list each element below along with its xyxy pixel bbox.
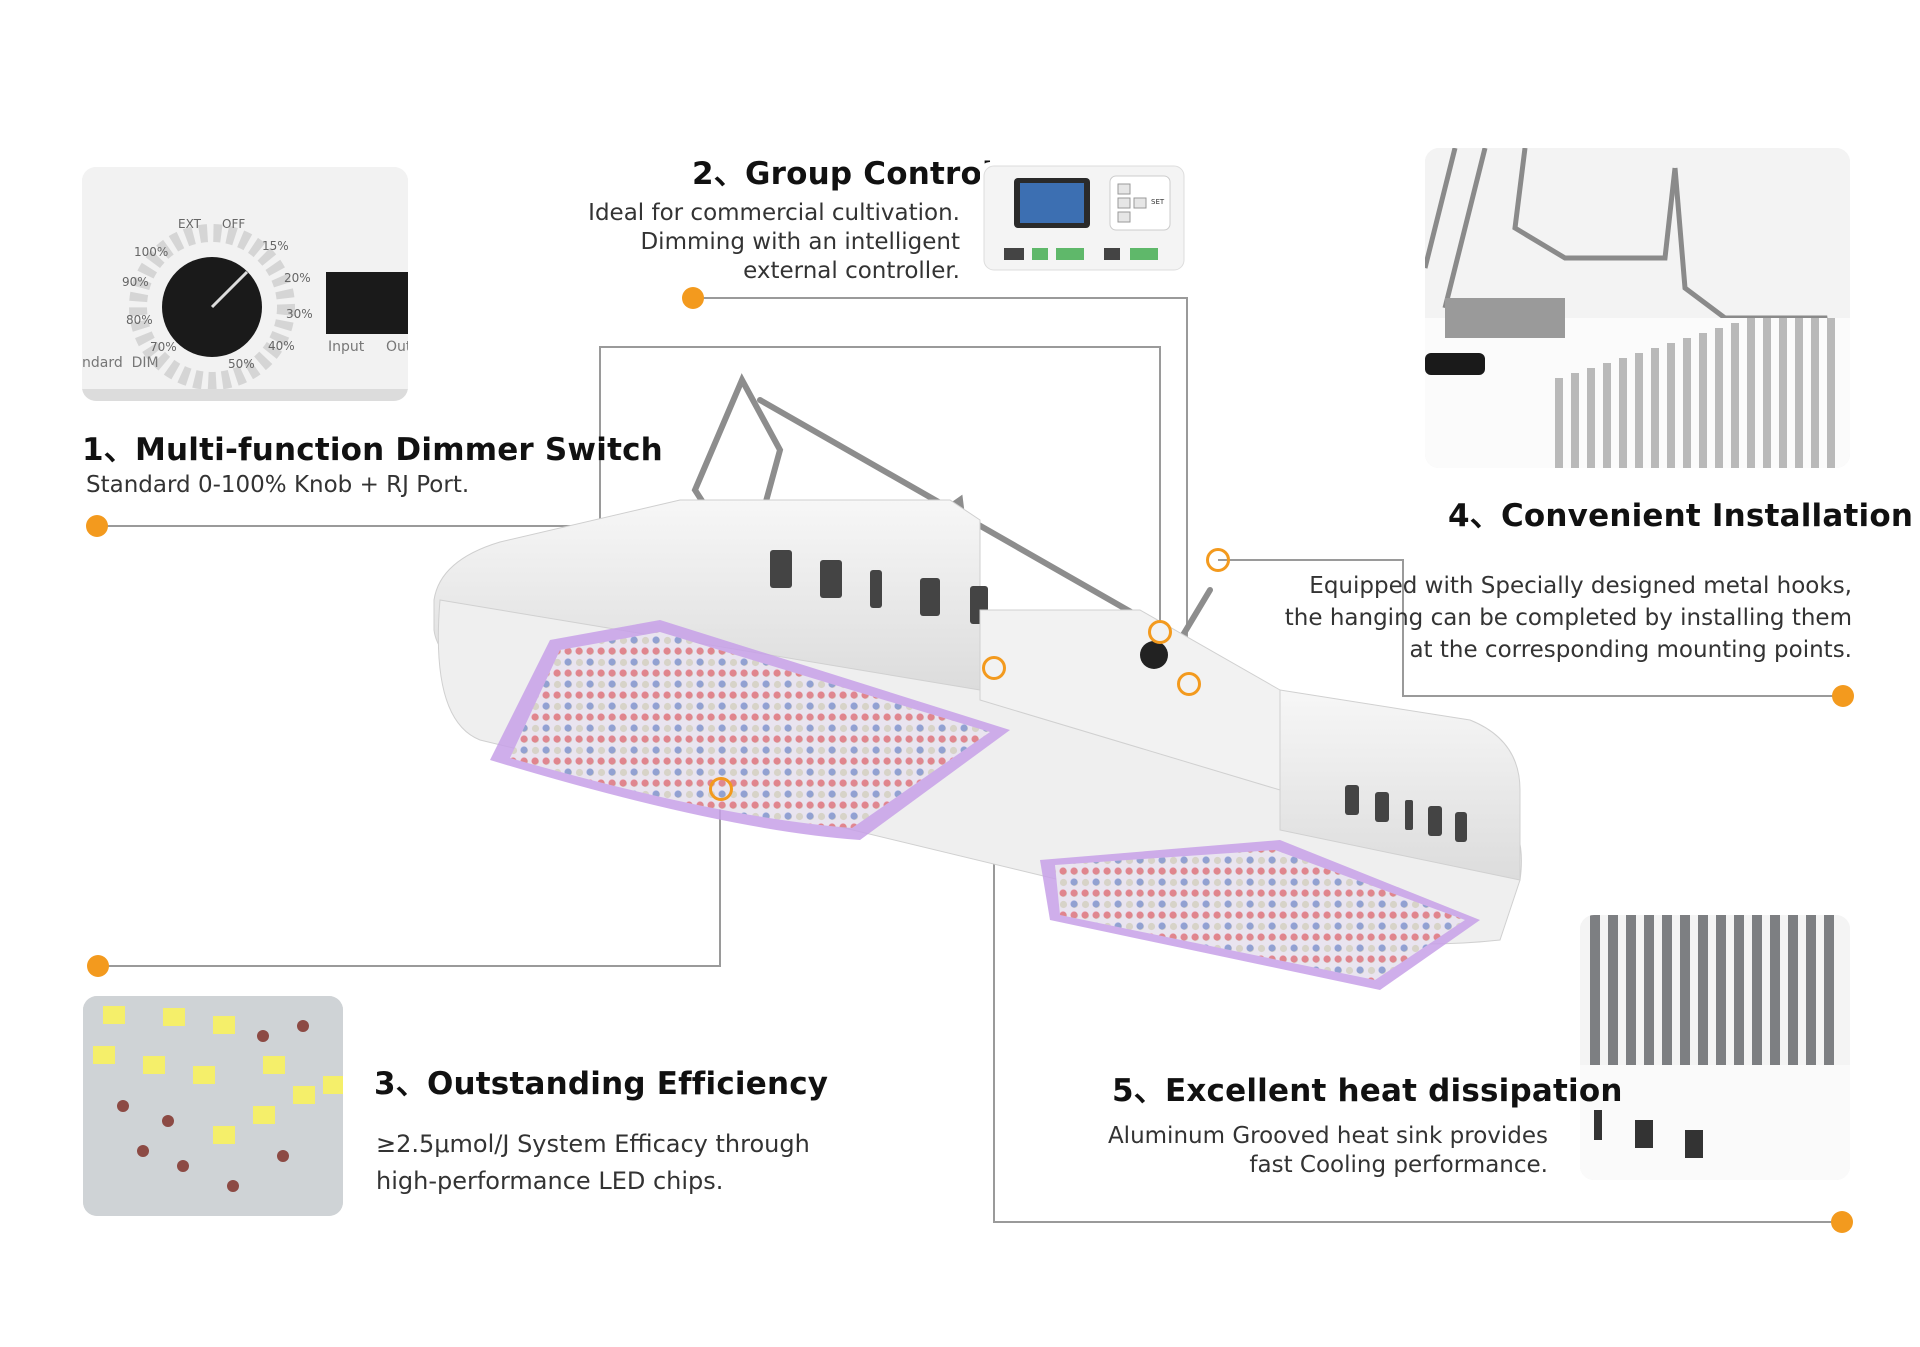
dial-label-90: 90% xyxy=(122,275,149,289)
controller-set-label: SET xyxy=(1151,198,1165,206)
group-controller-image: SET xyxy=(980,162,1192,274)
callout-line-4 xyxy=(1218,559,1843,697)
feature-2-desc-line-3: external controller. xyxy=(743,257,960,284)
marker-ring-dimmer xyxy=(1148,620,1172,644)
dimmer-switch-image: EXT OFF 100% 90% 80% 70% 15% 20% 30% 40%… xyxy=(82,167,408,401)
grow-light-fixture xyxy=(433,373,1522,990)
feature-2-desc: Ideal for commercial cultivation. Dimmin… xyxy=(560,199,960,285)
power-cable-icon xyxy=(1425,353,1485,375)
dimmer-bottom-label: ndard DIM xyxy=(82,355,159,371)
callout-line-3 xyxy=(98,788,721,967)
callout-line-2 xyxy=(693,297,1188,688)
callout-dot-3 xyxy=(87,955,109,977)
callout-dot-1 xyxy=(86,515,108,537)
feature-1-title: 1、Multi-function Dimmer Switch xyxy=(82,432,663,468)
marker-ring-efficiency xyxy=(709,777,733,801)
marker-ring-hook xyxy=(1206,548,1230,572)
callout-line-1 xyxy=(97,346,1161,640)
led-panel-left xyxy=(490,620,1010,840)
feature-4-title: 4、Convenient Installation xyxy=(1448,498,1914,534)
dial-label-30: 30% xyxy=(286,307,313,321)
feature-5-title: 5、Excellent heat dissipation xyxy=(1112,1073,1623,1109)
port-label-out: Out xyxy=(386,339,408,355)
dial-label-50: 50% xyxy=(228,357,255,371)
rj-port-icon xyxy=(326,272,408,334)
feature-3-desc: ≥2.5μmol/J System Efficacy through high-… xyxy=(376,1126,810,1200)
dial-label-80: 80% xyxy=(126,313,153,327)
callout-dot-4 xyxy=(1832,685,1854,707)
feature-4-desc: Equipped with Specially designed metal h… xyxy=(1180,570,1852,667)
marker-ring-controller xyxy=(1177,672,1201,696)
feature-3-title: 3、Outstanding Efficiency xyxy=(374,1066,829,1102)
feature-3-desc-line-2: high-performance LED chips. xyxy=(376,1167,724,1196)
dial-label-70: 70% xyxy=(150,340,177,354)
callout-dot-5 xyxy=(1831,1211,1853,1233)
dial-label-off: OFF xyxy=(222,217,246,231)
dial-label-15: 15% xyxy=(262,239,289,253)
marker-ring-heatsink xyxy=(982,656,1006,680)
feature-4-desc-line-2: the hanging can be completed by installi… xyxy=(1284,605,1852,632)
feature-2-title: 2、Group Control xyxy=(692,156,993,192)
feature-2-desc-line-1: Ideal for commercial cultivation. xyxy=(588,200,960,226)
feature-5-desc-line-2: fast Cooling performance. xyxy=(1249,1152,1548,1179)
dial-label-40: 40% xyxy=(268,339,295,353)
heat-sink-image xyxy=(1580,915,1850,1180)
dial-label-100: 100% xyxy=(134,245,169,259)
callout-dot-2 xyxy=(682,287,704,309)
port-label-input: Input xyxy=(328,339,365,355)
feature-5-desc-line-1: Aluminum Grooved heat sink provides xyxy=(1107,1123,1548,1149)
feature-2-desc-line-2: Dimming with an intelligent xyxy=(640,228,960,255)
feature-3-desc-line-1: ≥2.5μmol/J System Efficacy through xyxy=(376,1130,810,1158)
metal-hooks-image xyxy=(1425,148,1850,468)
feature-4-desc-line-1: Equipped with Specially designed metal h… xyxy=(1309,573,1852,599)
feature-1-desc: Standard 0-100% Knob + RJ Port. xyxy=(86,472,470,498)
feature-5-desc: Aluminum Grooved heat sink provides fast… xyxy=(1000,1122,1548,1181)
led-panel-right xyxy=(1040,840,1480,990)
led-chips-image xyxy=(83,996,343,1216)
dial-label-20: 20% xyxy=(284,271,311,285)
feature-4-desc-line-3: at the corresponding mounting points. xyxy=(1409,637,1852,664)
dial-label-ext: EXT xyxy=(178,217,201,231)
